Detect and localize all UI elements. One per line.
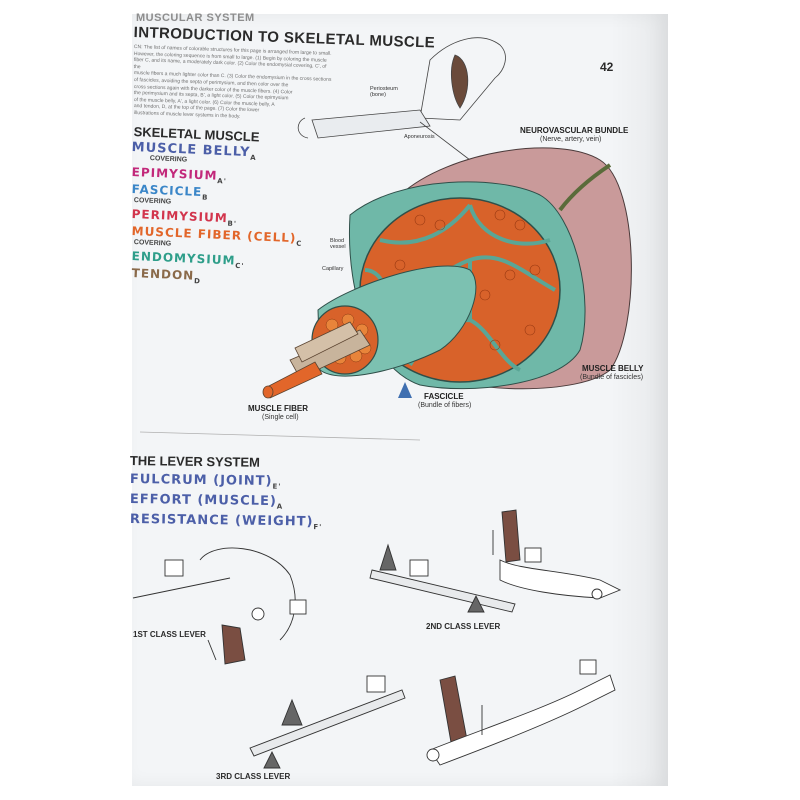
calf-muscle	[501, 509, 521, 563]
lever-item-subscript: F'	[313, 523, 323, 532]
lever-1st-class	[132, 547, 307, 665]
fulcrum-joint-2	[591, 588, 603, 600]
lever-bar-2	[369, 569, 516, 613]
lever-2nd-class	[369, 509, 622, 613]
system-label: MUSCULAR SYSTEM	[136, 12, 255, 24]
label-capillary: Capillary	[322, 266, 344, 272]
lever-item: FULCRUM (JOINT)E'	[130, 472, 282, 491]
label-muscle-belly-sub: (Bundle of fascicles)	[580, 374, 644, 381]
title-item-subscript: B'	[227, 219, 238, 228]
label-2nd-class-lever: 2ND CLASS LEVER	[426, 622, 501, 631]
title-item-subscript: A	[250, 153, 257, 163]
hand-outline	[297, 117, 309, 139]
lever-item-subscript: E'	[272, 482, 282, 491]
lever-item-subscript: A	[276, 502, 284, 511]
muscle-cross-section	[262, 147, 632, 399]
single-fibers	[262, 321, 371, 399]
lever-item-label: RESISTANCE (WEIGHT)	[129, 512, 314, 530]
lever-item-label: FULCRUM (JOINT)	[129, 472, 273, 489]
skull-outline	[199, 547, 296, 641]
title-item-label: PERIMYSIUM	[131, 207, 229, 226]
tendon-line	[419, 121, 471, 161]
lever-item-label: EFFORT (MUSCLE)	[129, 492, 277, 510]
weight-box-2	[409, 559, 429, 577]
neurovascular-bundle	[558, 163, 612, 212]
title-item-subscript: A'	[217, 177, 227, 186]
label-neurovascular: NEUROVASCULAR BUNDLE	[520, 126, 629, 135]
foot-outline	[499, 559, 622, 599]
workbook-page	[132, 14, 668, 786]
page-number: 42	[600, 60, 614, 74]
lever-heading: THE LEVER SYSTEM	[129, 453, 261, 470]
weight-box-2b	[524, 547, 542, 563]
forearm-bones	[311, 109, 431, 139]
forearm-outline	[429, 674, 616, 766]
label-periosteum: Periosteum (bone)	[370, 86, 398, 98]
lever-3rd-class	[249, 659, 616, 769]
title-item-subscript: B	[201, 193, 209, 202]
label-aponeurosis: Aponeurosis	[404, 134, 435, 140]
title-item-subscript: C'	[235, 261, 245, 271]
lever-item: EFFORT (MUSCLE)A	[130, 492, 284, 511]
fulcrum-joint-3	[426, 748, 440, 762]
weight-box-1b	[289, 599, 307, 615]
shoulder-outline	[419, 37, 506, 121]
label-1st-class-lever: 1ST CLASS LEVER	[133, 630, 206, 639]
effort-arrow-2-icon	[379, 543, 397, 571]
fulcrum-triangle-3	[263, 750, 281, 769]
label-muscle-fiber: MUSCLE FIBER	[248, 404, 308, 413]
arm-diagram	[297, 37, 506, 161]
label-blood-vessel: Blood vessel	[330, 238, 346, 250]
weight-box-3	[366, 675, 386, 693]
label-muscle-belly: MUSCLE BELLY	[582, 364, 644, 373]
label-fascicle-sub: (Bundle of fibers)	[418, 402, 472, 409]
title-item-label: TENDON	[131, 266, 195, 283]
effort-arrow-3-icon	[281, 698, 303, 726]
fascicle-arrow-icon	[398, 382, 412, 398]
instructions-paragraph: CN: The list of names of colorable struc…	[134, 44, 334, 120]
weight-box-3b	[579, 659, 597, 675]
title-item-subscript: D	[193, 277, 202, 286]
lever-item: RESISTANCE (WEIGHT)F'	[130, 512, 323, 531]
title-item: TENDOND	[131, 266, 201, 285]
page-shadow	[610, 14, 668, 786]
fulcrum-joint-1	[251, 607, 265, 621]
biceps-muscle	[450, 54, 469, 109]
lever-bar-1	[132, 577, 231, 599]
title-item-subscript: C	[295, 239, 303, 248]
weight-box-1	[164, 559, 184, 577]
neck-muscle	[221, 624, 246, 665]
label-neurovascular-sub: (Nerve, artery, vein)	[540, 136, 602, 143]
effort-arrow-1	[207, 639, 217, 661]
label-3rd-class-lever: 3RD CLASS LEVER	[216, 772, 291, 781]
title-item-label: EPIMYSIUM	[131, 165, 218, 183]
label-fascicle: FASCICLE	[424, 392, 464, 401]
fulcrum-triangle-2	[467, 594, 485, 613]
label-muscle-fiber-sub: (Single cell)	[262, 414, 299, 421]
section-divider	[139, 431, 421, 441]
lever-bar-3	[249, 689, 406, 757]
